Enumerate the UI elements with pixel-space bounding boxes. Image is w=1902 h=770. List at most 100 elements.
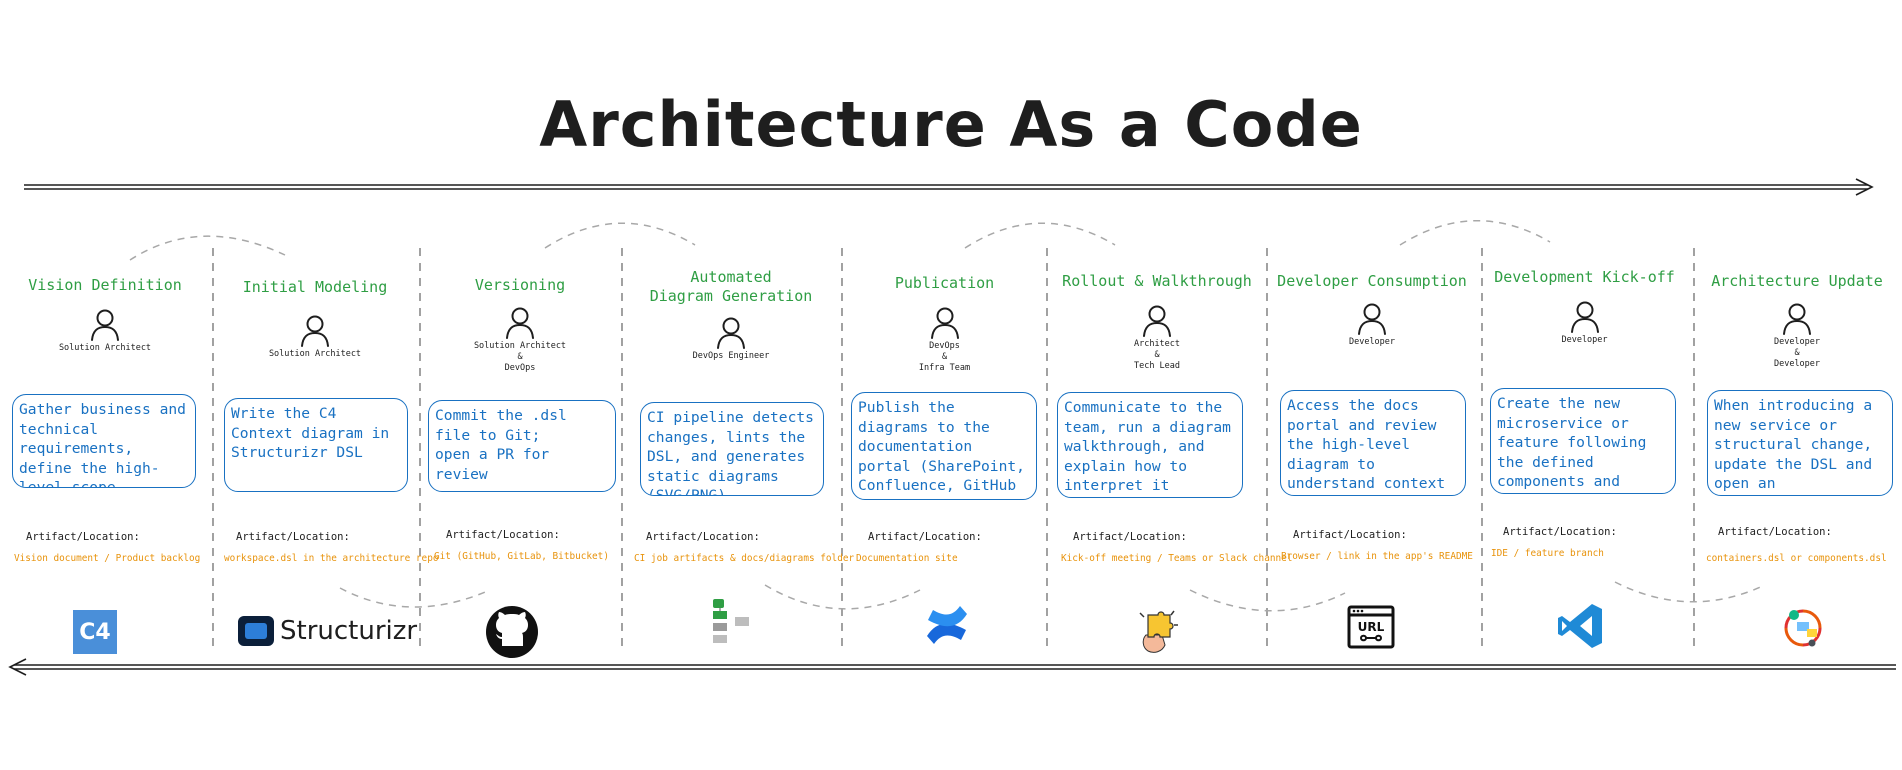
role-line: Solution Architect xyxy=(473,341,567,351)
role-label: Solution Architect xyxy=(210,349,420,360)
artifact-label: Artifact/Location: xyxy=(1293,529,1407,541)
stage-title: Versioning xyxy=(420,276,620,295)
person-icon xyxy=(716,316,746,350)
person-icon xyxy=(930,306,960,340)
artifact-label: Artifact/Location: xyxy=(26,531,140,543)
role-line: Solution Architect xyxy=(268,349,362,359)
vscode-icon xyxy=(1554,600,1606,656)
person-icon xyxy=(1142,304,1172,338)
bottom-connector-curve xyxy=(339,587,491,608)
stage-title-line: Initial Modeling xyxy=(242,278,388,296)
stage-title: Vision Definition xyxy=(0,276,210,295)
artifact-label: Artifact/Location: xyxy=(446,529,560,541)
update-cycle-icon xyxy=(1780,605,1826,655)
stage-title-line: Vision Definition xyxy=(28,276,182,294)
role-label: Solution Architect&DevOps xyxy=(420,341,620,374)
person-icon xyxy=(300,314,330,348)
role-line: & xyxy=(1154,350,1160,360)
person-icon xyxy=(505,306,535,340)
artifact-value: Vision document / Product backlog xyxy=(14,553,201,564)
confluence-icon xyxy=(922,600,972,654)
role-line: Developer xyxy=(1561,335,1608,345)
stage-title-line: Development Kick-off xyxy=(1494,268,1675,286)
role-label: Architect&Tech Lead xyxy=(1047,339,1267,372)
description-box: CI pipeline detects changes, lints the D… xyxy=(640,402,824,496)
bottom-arrow-head xyxy=(8,658,27,676)
stage-title: Development Kick-off xyxy=(1477,268,1692,287)
stage-title: Developer Consumption xyxy=(1267,272,1477,291)
description-box: Create the new microservice or feature f… xyxy=(1490,388,1676,494)
top-arrow-head xyxy=(1855,178,1874,196)
top-connector-curve xyxy=(544,222,696,249)
person-icon xyxy=(90,308,120,342)
c4-logo: C4 xyxy=(73,610,117,654)
role-line: DevOps Engineer xyxy=(692,351,770,361)
person-icon xyxy=(1782,302,1812,336)
artifact-value: Kick-off meeting / Teams or Slack channe… xyxy=(1061,553,1293,564)
structurizr-logo-label: Structurizr xyxy=(280,616,418,646)
stage-title: Architecture Update xyxy=(1692,272,1902,291)
person-icon xyxy=(1570,300,1600,334)
role-line: Tech Lead xyxy=(1133,361,1181,371)
structurizr-mark-icon xyxy=(238,616,274,646)
top-connector-curve xyxy=(1399,220,1551,246)
person-icon xyxy=(1357,302,1387,336)
role-line: & xyxy=(517,352,523,362)
stage-title-line: Developer Consumption xyxy=(1277,272,1467,290)
role-line: DevOps xyxy=(504,363,536,373)
puzzle-hand-icon xyxy=(1132,605,1182,659)
description-box: Commit the .dsl file to Git; open a PR f… xyxy=(428,400,616,492)
stage-title-line: Versioning xyxy=(474,276,566,294)
stage-title-line: Publication xyxy=(894,274,995,292)
stage-title: Rollout & Walkthrough xyxy=(1047,272,1267,291)
c4-logo-label: C4 xyxy=(73,610,117,654)
role-label: DevOps Engineer xyxy=(620,351,842,362)
description-box: Access the docs portal and review the hi… xyxy=(1280,390,1466,496)
artifact-value: Documentation site xyxy=(856,553,958,564)
stage-title-line: Architecture Update xyxy=(1711,272,1883,290)
role-line: Developer xyxy=(1773,337,1821,347)
role-label: DevOps&Infra Team xyxy=(842,341,1047,374)
url-browser-icon: URL xyxy=(1347,605,1395,653)
role-line: DevOps xyxy=(929,341,960,351)
role-label: Developer&Developer xyxy=(1692,337,1902,370)
stage-title-line: Diagram Generation xyxy=(649,287,813,305)
artifact-label: Artifact/Location: xyxy=(1503,526,1617,538)
stage-title-line: Rollout & Walkthrough xyxy=(1062,272,1252,290)
artifact-value: IDE / feature branch xyxy=(1491,548,1604,559)
description-box: Write the C4 Context diagram in Structur… xyxy=(224,398,408,492)
description-box: Publish the diagrams to the documentatio… xyxy=(851,392,1037,500)
stage-title: Initial Modeling xyxy=(210,278,420,297)
role-label: Developer xyxy=(1267,337,1477,348)
role-line: Developer xyxy=(1348,337,1396,347)
role-line: & xyxy=(1794,348,1800,358)
pipeline-icon xyxy=(705,595,755,653)
role-line: & xyxy=(941,352,948,362)
description-box: Communicate to the team, run a diagram w… xyxy=(1057,392,1243,498)
artifact-label: Artifact/Location: xyxy=(236,531,350,543)
page-title: Architecture As a Code xyxy=(539,88,1363,161)
role-line: Infra Team xyxy=(918,363,971,373)
artifact-value: workspace.dsl in the architecture repo xyxy=(224,553,439,564)
top-connector-curve xyxy=(129,235,286,261)
role-label: Solution Architect xyxy=(0,343,210,354)
artifact-value: Browser / link in the app's README xyxy=(1281,551,1473,562)
role-label: Developer xyxy=(1477,335,1692,346)
bottom-connector-curve xyxy=(764,584,921,610)
top-connector-curve xyxy=(964,222,1116,249)
bottom-connector-curve xyxy=(1189,589,1346,612)
artifact-label: Artifact/Location: xyxy=(646,531,760,543)
stage-title: Publication xyxy=(842,274,1047,293)
artifact-label: Artifact/Location: xyxy=(868,531,982,543)
stage-title-line: Automated xyxy=(690,268,772,286)
